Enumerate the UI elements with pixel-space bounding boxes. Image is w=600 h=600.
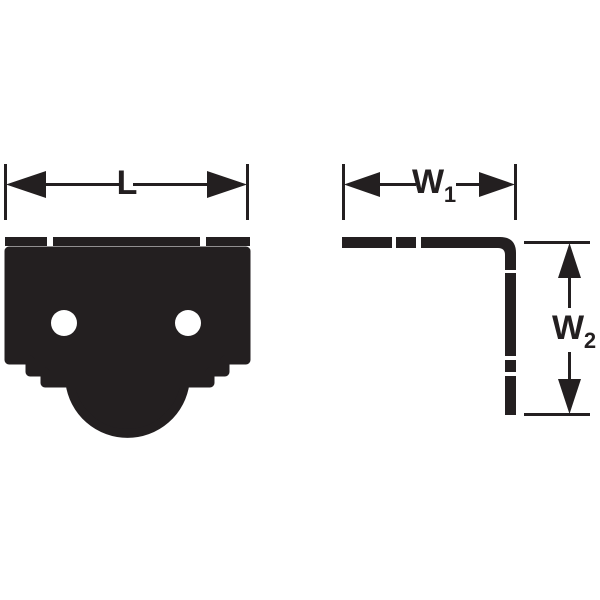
dimension-W1-shaft-right	[456, 183, 489, 186]
front-view-top-edge-segment-left	[5, 237, 47, 246]
dimension-W1-shaft-left	[372, 183, 416, 186]
side-view-vertical-leg-segment-upper	[505, 273, 516, 356]
dimension-L-label: L	[117, 164, 138, 202]
dimension-L-extension-line-right	[246, 164, 249, 220]
front-view-body-outline	[4, 246, 251, 438]
front-view-mounting-hole-right	[175, 310, 201, 336]
dimension-W2-group: W 2	[524, 241, 596, 416]
dimension-W1-extension-line-left	[342, 164, 345, 220]
dimension-L-shaft-right	[133, 183, 213, 186]
dimension-W2-arrowhead-top	[558, 243, 581, 278]
dimension-W2-label-subscript: 2	[584, 328, 596, 353]
front-view-mounting-hole-left	[51, 310, 77, 336]
dimension-W2-extension-line-bottom	[524, 413, 590, 416]
dimension-W1-arrowhead-left	[344, 172, 380, 197]
dimension-L-arrowhead-right	[207, 171, 247, 198]
dimension-L-group: L	[4, 164, 249, 220]
dimension-W1-group: W 1	[342, 163, 517, 220]
side-view-horizontal-leg-segment-middle	[396, 237, 416, 248]
side-view-part	[342, 237, 516, 415]
side-view-vertical-leg-segment-lower	[505, 376, 516, 415]
dimension-W2-shaft-top	[568, 270, 571, 308]
dimension-L-shaft-left	[40, 183, 120, 186]
side-view-vertical-leg-segment-middle	[505, 360, 516, 372]
dimension-W1-label-subscript: 1	[444, 182, 456, 207]
dimension-W1-label: W	[412, 163, 445, 201]
dimension-W2-arrowhead-bottom	[558, 379, 581, 414]
dimension-L-extension-line-left	[4, 164, 7, 220]
dimension-W1-arrowhead-right	[479, 172, 515, 197]
front-view-top-edge-segment-center	[53, 237, 200, 246]
dimension-W2-label: W	[552, 309, 585, 347]
front-view-part	[4, 237, 251, 438]
dimension-L-arrowhead-left	[6, 171, 46, 198]
dimension-W2-extension-line-top	[524, 241, 590, 244]
dimension-W1-extension-line-right	[514, 164, 517, 220]
side-view-horizontal-leg-segment-left	[342, 237, 392, 248]
dimension-W2-shaft-bottom	[568, 352, 571, 384]
side-view-horizontal-leg-segment-right-with-corner	[421, 237, 516, 270]
front-view-top-edge-segment-right	[206, 237, 250, 246]
